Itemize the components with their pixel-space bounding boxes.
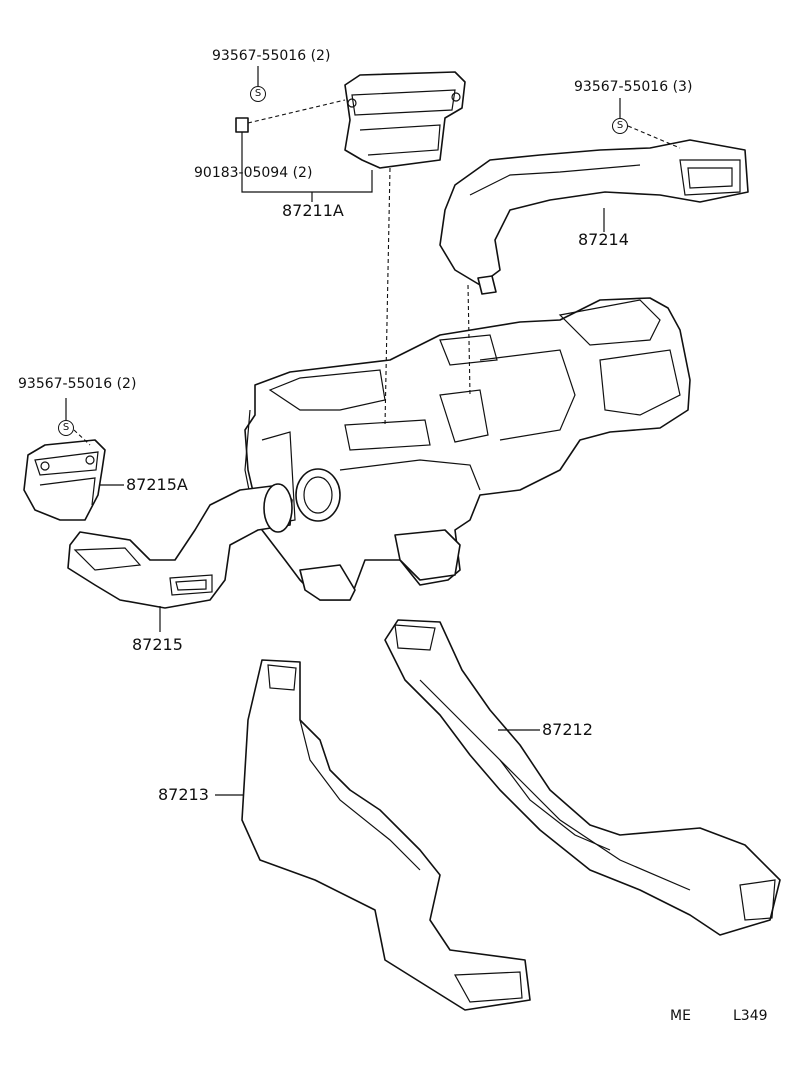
clip-s-symbol-c: S (58, 420, 74, 436)
dash-clip-to-87214 (627, 125, 681, 149)
dash-87211a-to-heater (384, 167, 391, 426)
drawing-code-prefix: ME (670, 1008, 691, 1024)
label-clip-b: 93567-55016 (3) (574, 79, 693, 95)
drawing-code-number: L349 (733, 1008, 768, 1024)
clip-s-symbol-a: S (250, 86, 266, 102)
label-87213: 87213 (158, 785, 209, 804)
heater-unit (244, 297, 691, 601)
label-87212: 87212 (542, 720, 593, 739)
label-clip-a: 93567-55016 (2) (212, 48, 331, 64)
screw-bracket (235, 117, 249, 133)
duct-87211a (344, 71, 466, 169)
label-screw: 90183-05094 (2) (194, 165, 313, 181)
label-87211a: 87211A (282, 201, 344, 220)
duct-87215a (23, 439, 106, 521)
label-87214: 87214 (578, 230, 629, 249)
duct-87213 (241, 659, 531, 1011)
duct-87212 (384, 619, 781, 936)
leader-87211a-bracket (241, 132, 373, 193)
dash-screw-to-87211a (247, 99, 346, 124)
label-87215a: 87215A (126, 475, 188, 494)
duct-87215 (67, 483, 293, 609)
clip-s-symbol-b: S (612, 118, 628, 134)
dash-87214-to-heater (467, 284, 471, 396)
dash-clip-to-87215a (73, 429, 91, 446)
label-clip-c: 93567-55016 (2) (18, 376, 137, 392)
label-87215: 87215 (132, 635, 183, 654)
duct-87214 (439, 139, 749, 295)
